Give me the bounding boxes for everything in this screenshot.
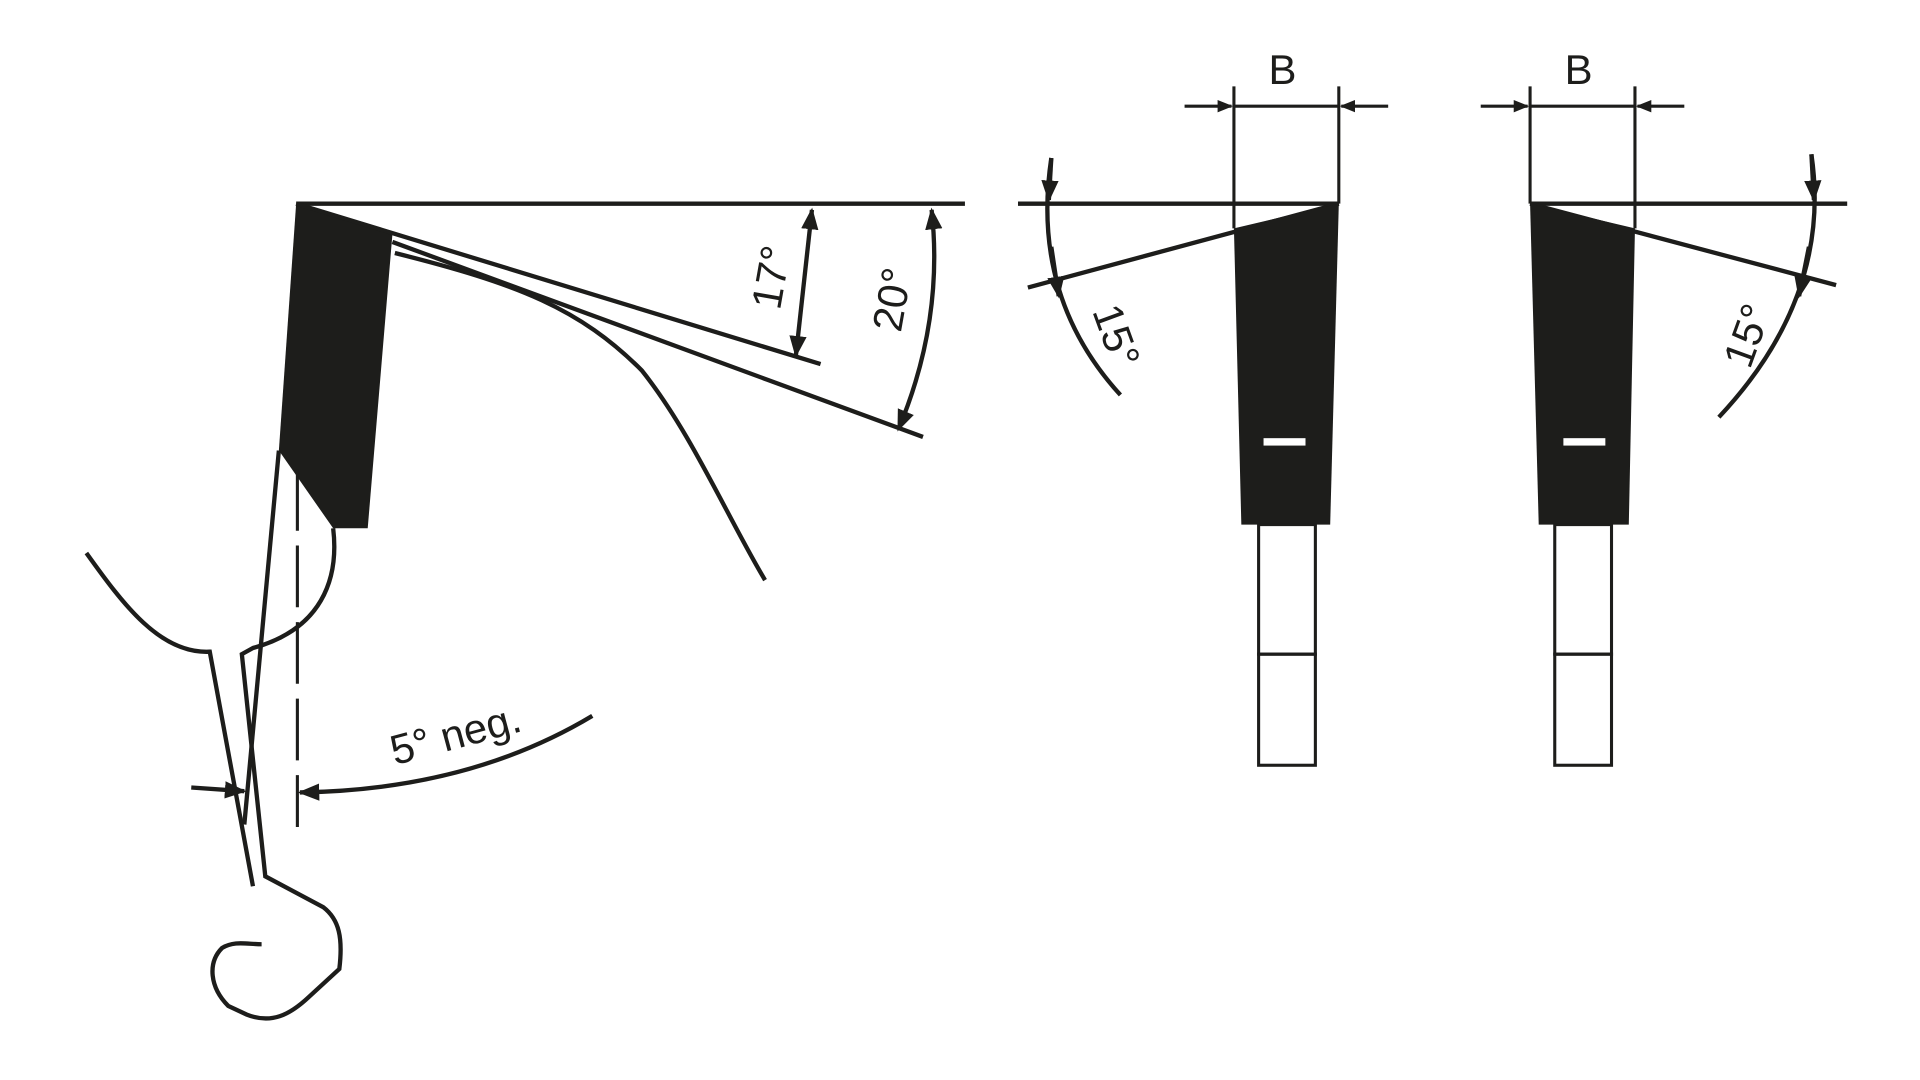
clearance-angle-label: 20°	[863, 264, 920, 335]
blade-body	[1553, 523, 1614, 656]
front-view-left: B 15°	[1017, 46, 1389, 767]
tip-marking	[1563, 438, 1606, 446]
carbide-tip	[278, 203, 393, 529]
hook-arrow-left	[191, 781, 247, 799]
clearance-line	[391, 239, 924, 439]
bevel-arrow	[1047, 246, 1065, 299]
previous-tooth-outline	[84, 551, 256, 887]
clearance-angle-arc	[896, 207, 943, 432]
rake-angle-label: 17°	[742, 242, 799, 313]
front-view-right: B 15°	[1480, 46, 1848, 767]
gullet-outline	[210, 528, 343, 1021]
rake-angle-arc	[789, 207, 819, 358]
tip-marking	[1263, 438, 1306, 446]
blade-section-hatched	[1553, 652, 1614, 767]
carbide-tip-front	[1233, 203, 1339, 525]
hook-angle-label: 5° neg.	[385, 694, 526, 774]
rake-face-line	[295, 201, 822, 367]
bevel-arrow	[1804, 154, 1822, 203]
width-label-right: B	[1565, 46, 1593, 93]
width-label-left: B	[1268, 46, 1296, 93]
bevel-label-right: 15°	[1714, 298, 1780, 374]
bevel-arrow	[1794, 246, 1812, 299]
blade-section-hatched	[1257, 652, 1317, 767]
bevel-arrow	[1041, 157, 1059, 203]
carbide-tip-front	[1530, 203, 1635, 525]
hook-angle-arc	[297, 714, 594, 801]
blade-body	[1257, 523, 1317, 656]
tooth-face-line	[242, 450, 282, 825]
side-view-tooth: 17° 20° 5° neg.	[84, 201, 965, 1021]
tooth-back-curve	[394, 250, 767, 582]
